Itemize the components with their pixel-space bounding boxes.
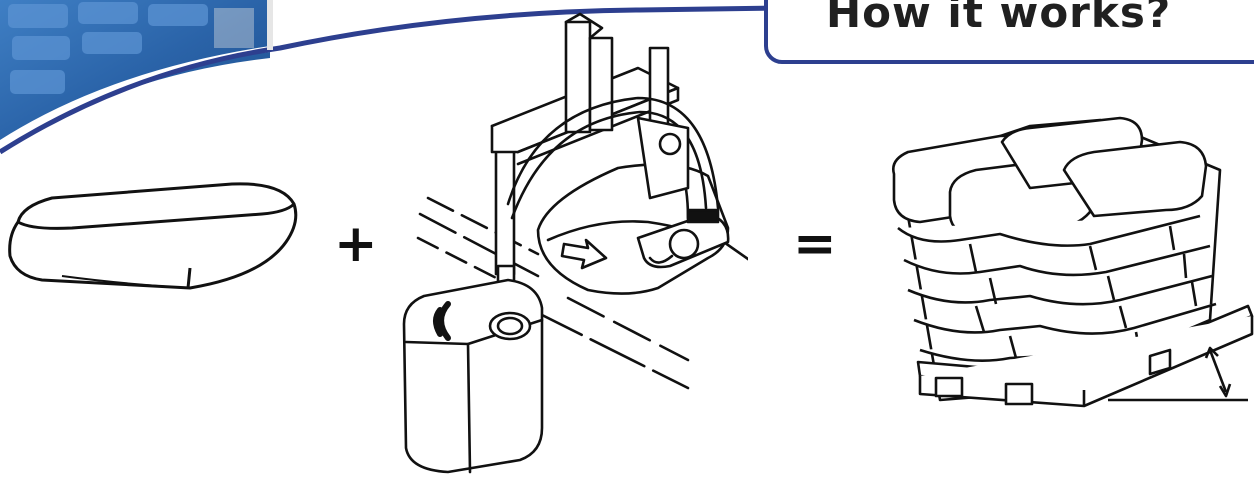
header-swoosh <box>0 0 783 155</box>
canister-icon <box>402 278 544 474</box>
title-box <box>764 0 1254 64</box>
bag-icon <box>8 182 298 290</box>
applicator-machine-icon <box>402 12 748 474</box>
pallet-stack-icon <box>892 116 1254 408</box>
plus-sign: + <box>334 214 378 274</box>
warehouse-photo-bags <box>8 2 254 94</box>
page-title: How it works? <box>826 0 1172 37</box>
equals-sign: = <box>793 214 837 274</box>
